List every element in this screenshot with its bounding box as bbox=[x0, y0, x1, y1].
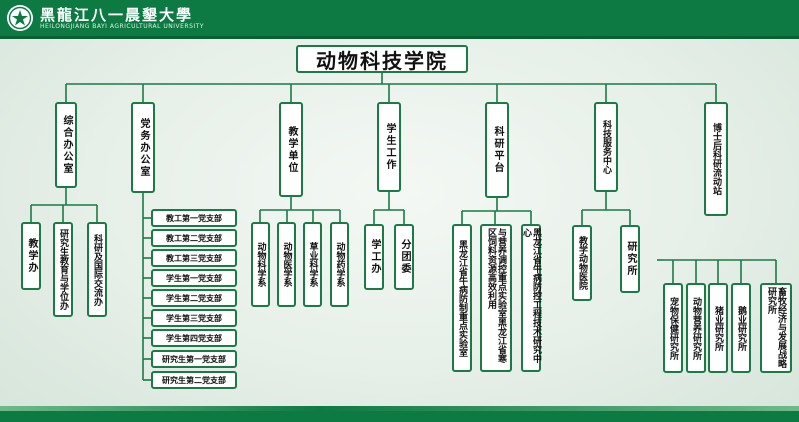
header-divider bbox=[0, 36, 799, 39]
footer-bar bbox=[0, 406, 799, 422]
yanjiusuo-child-2: 动物营养研究所 bbox=[686, 283, 706, 373]
yanjiusuo-child-4: 鹅业研究所 bbox=[731, 283, 751, 373]
yanjiusuo-child-3: 猪业研究所 bbox=[708, 283, 728, 373]
node-jiaoxue: 教学单位 bbox=[279, 102, 303, 197]
dangwu-child-2: 教工第二党支部 bbox=[151, 229, 237, 247]
node-zonghe: 综合办公室 bbox=[55, 102, 77, 188]
node-dangwu: 党务办公室 bbox=[131, 102, 155, 193]
keji-child-2: 研究所 bbox=[620, 225, 640, 293]
jiaoxue-child-2: 动物医学系 bbox=[277, 222, 296, 307]
dangwu-child-6: 学生第三党支部 bbox=[151, 309, 237, 327]
dangwu-child-3: 教工第三党支部 bbox=[151, 249, 237, 267]
zonghe-child-2: 研究生教育与学位办 bbox=[53, 222, 73, 317]
node-xuesheng: 学生工作 bbox=[377, 102, 401, 192]
university-name-cn: 黑龍江八一晨墾大學 bbox=[40, 6, 194, 24]
dangwu-child-8: 研究生第一党支部 bbox=[151, 350, 237, 368]
keyan-child-3: 黑龙江省牛病防控工程技术研究中心 bbox=[521, 224, 541, 372]
jiaoxue-child-1: 动物科学系 bbox=[251, 222, 270, 307]
zonghe-child-3: 科研及国际交流办 bbox=[87, 222, 107, 317]
node-keji: 科技服务中心 bbox=[594, 102, 618, 192]
dangwu-child-5: 学生第二党支部 bbox=[151, 289, 237, 307]
dangwu-child-4: 学生第一党支部 bbox=[151, 269, 237, 287]
yanjiusuo-child-5: 畜牧经济与发展战略研究所 bbox=[760, 283, 792, 373]
node-boshihou: 博士后科研流动站 bbox=[704, 102, 728, 216]
xuesheng-child-2: 分团委 bbox=[394, 224, 414, 290]
dangwu-child-7: 学生第四党支部 bbox=[151, 329, 237, 347]
zonghe-child-1: 教学办 bbox=[21, 222, 41, 290]
header-bar bbox=[0, 0, 799, 36]
root-node: 动物科技学院 bbox=[296, 45, 468, 73]
yanjiusuo-child-1: 宠物保健研究所 bbox=[663, 283, 683, 373]
university-name-en: HEILONGJIANG BAYI AGRICULTURAL UNIVERSIT… bbox=[40, 23, 204, 30]
jiaoxue-child-3: 草业科学系 bbox=[303, 222, 322, 307]
keji-child-1: 教学动物医院 bbox=[572, 225, 592, 301]
xuesheng-child-1: 学工办 bbox=[364, 224, 384, 290]
keyan-child-1: 黑龙江省牛病防制重点实验室 bbox=[452, 224, 472, 372]
keyan-child-2: 与营养调控重点实验室黑龙江省寒区饲料资源高效利用 bbox=[480, 224, 512, 372]
dangwu-child-9: 研究生第二党支部 bbox=[151, 371, 237, 389]
university-logo-icon bbox=[7, 5, 33, 31]
jiaoxue-child-4: 动物药学系 bbox=[330, 222, 349, 307]
node-keyan: 科研平台 bbox=[485, 102, 509, 198]
dangwu-child-1: 教工第一党支部 bbox=[151, 209, 237, 227]
